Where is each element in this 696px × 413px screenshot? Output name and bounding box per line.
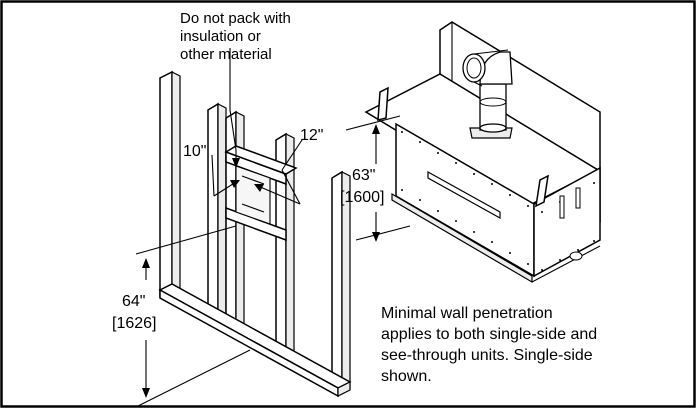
caption-line-4: shown. (381, 368, 432, 385)
fireplace-unit (364, 21, 601, 284)
dim-63-line (345, 115, 411, 242)
pack-note-line-3: other material (180, 46, 272, 63)
vent-pipe (462, 49, 513, 139)
pack-note-line-2: insulation or (180, 28, 261, 45)
dim-63-mm-label: [1600] (340, 189, 384, 206)
wall-framing (158, 70, 352, 398)
dim-64-line (135, 225, 251, 407)
dim-64-mm-label: [1626] (112, 315, 156, 332)
caption-line-2: applies to both single-side and (381, 326, 597, 343)
dim-12-label: 12" (300, 127, 323, 144)
pack-note-line-1: Do not pack with (180, 10, 291, 27)
dim-63-label: 63" (352, 167, 375, 184)
caption-line-1: Minimal wall penetration (381, 305, 553, 322)
dim-64-label: 64" (122, 293, 145, 310)
caption-line-3: see-through units. Single-side (381, 347, 593, 364)
opening-arrows (211, 48, 303, 205)
dim-10-label: 10" (183, 143, 206, 160)
